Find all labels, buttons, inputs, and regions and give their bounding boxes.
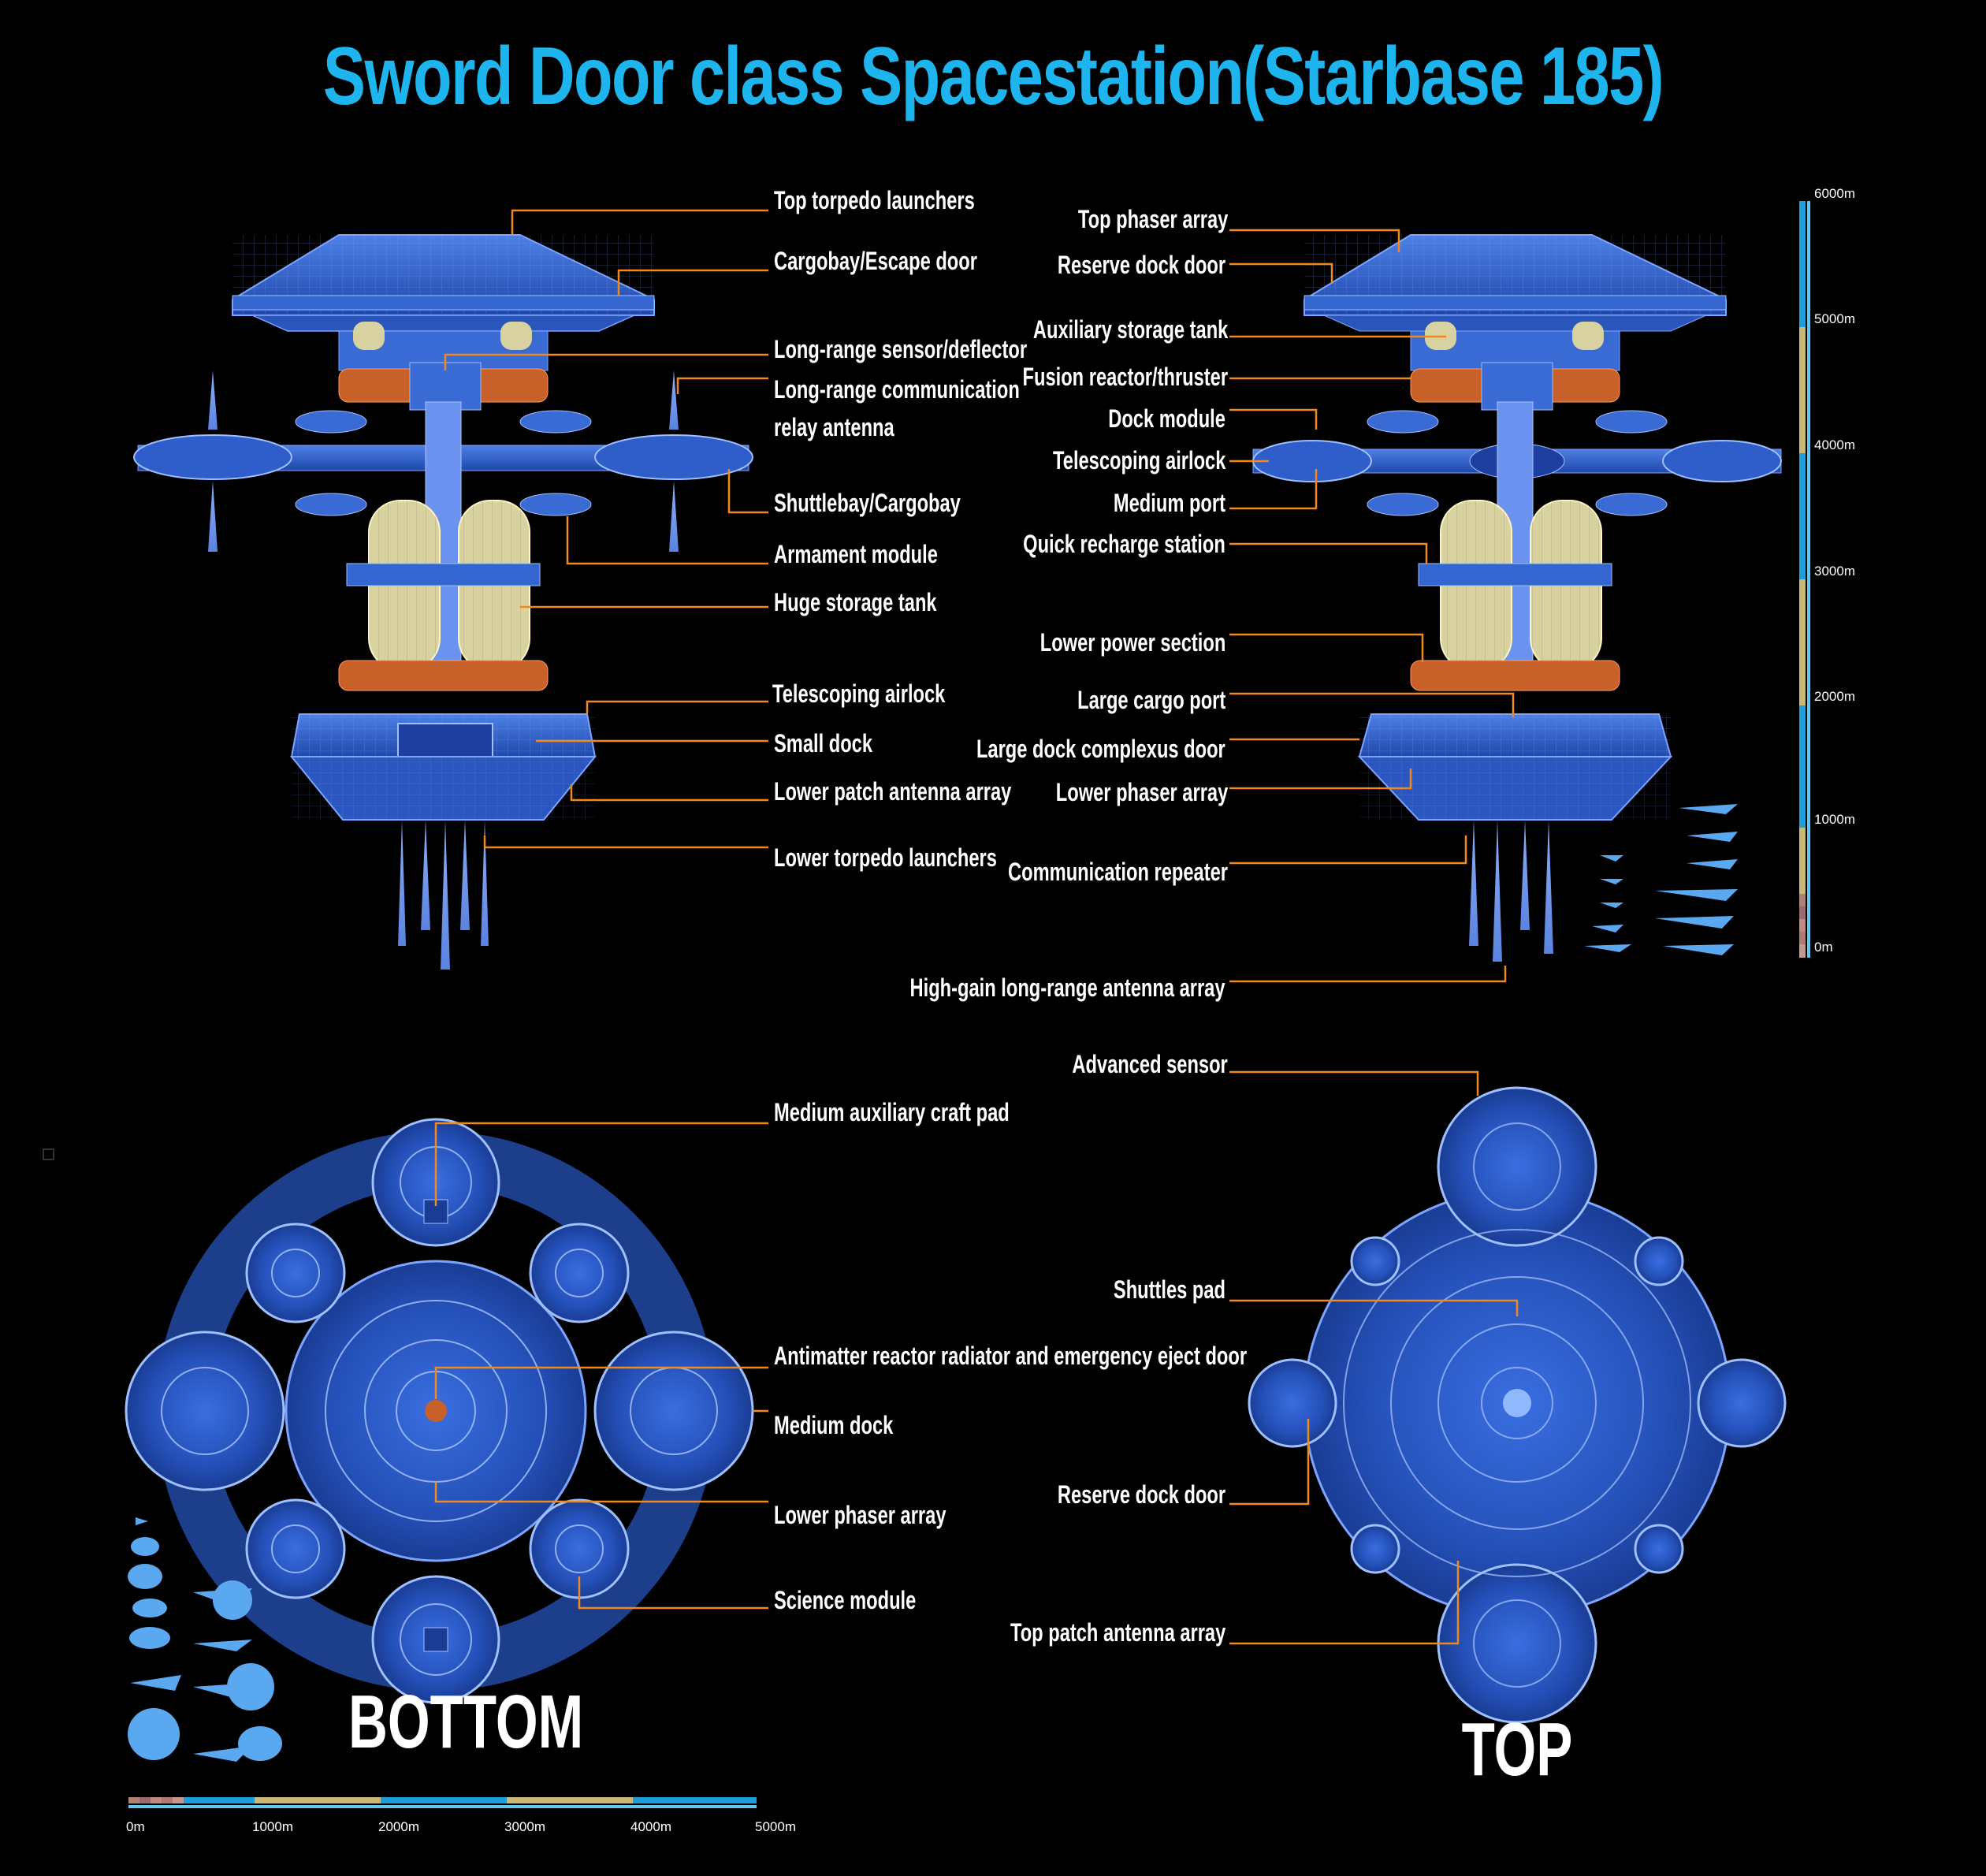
label-antimatter-reactor-radiator: Antimatter reactor radiator and emergenc…: [774, 1342, 1248, 1370]
label-advanced-sensor: Advanced sensor: [1072, 1050, 1228, 1078]
hscale-tick: 1000m: [252, 1819, 293, 1834]
ship-size-comparison-lower: [128, 1517, 282, 1762]
label-fusion-reactor-thruster: Fusion reactor/thruster: [1022, 363, 1228, 391]
label-small-dock: Small dock: [774, 729, 873, 757]
label-top-torpedo-launchers: Top torpedo launchers: [774, 186, 975, 214]
label-lower-patch-antenna-array: Lower patch antenna array: [774, 777, 1012, 806]
label-long-range-sensor: Long-range sensor/deflector: [774, 335, 1028, 363]
horizontal-scale-bar: [128, 1797, 757, 1808]
label-large-cargo-port: Large cargo port: [1077, 686, 1225, 714]
ship-size-comparison-upper: [1584, 804, 1738, 955]
label-medium-auxiliary-craft-pad: Medium auxiliary craft pad: [774, 1098, 1010, 1126]
view-title-top: TOP: [1461, 1707, 1573, 1792]
top-view-plan: [1248, 1086, 1787, 1724]
hscale-tick: 4000m: [630, 1819, 671, 1834]
label-dock-module: Dock module: [1108, 404, 1225, 433]
side-view-left: [133, 234, 753, 970]
label-large-dock-complexus-door: Large dock complexus door: [976, 735, 1225, 763]
hscale-tick: 5000m: [755, 1819, 796, 1834]
label-telescoping-airlock-right: Telescoping airlock: [1052, 446, 1225, 475]
page-title: Sword Door class Spacestation(Starbase 1…: [322, 31, 1664, 122]
label-quick-recharge-station: Quick recharge station: [1023, 530, 1225, 558]
label-shuttles-pad: Shuttles pad: [1113, 1275, 1225, 1304]
label-telescoping-airlock-left: Telescoping airlock: [772, 679, 946, 708]
label-reserve-dock-door-side: Reserve dock door: [1057, 251, 1225, 279]
hscale-tick: 3000m: [504, 1819, 545, 1834]
label-science-module: Science module: [774, 1586, 917, 1614]
label-medium-port: Medium port: [1113, 489, 1225, 517]
label-high-gain-antenna-array: High-gain long-range antenna array: [910, 973, 1225, 1002]
label-huge-storage-tank: Huge storage tank: [774, 588, 937, 616]
label-lower-power-section: Lower power section: [1039, 628, 1225, 657]
vertical-scale-bar: [1799, 201, 1810, 958]
vscale-tick: 2000m: [1814, 689, 1855, 704]
label-relay-antenna: relay antenna: [774, 413, 894, 441]
label-reserve-dock-door-top: Reserve dock door: [1057, 1480, 1225, 1509]
vscale-tick: 1000m: [1814, 812, 1855, 827]
vscale-tick: 6000m: [1814, 186, 1855, 201]
vscale-tick: 4000m: [1814, 437, 1855, 452]
label-cargobay-escape-door: Cargobay/Escape door: [774, 247, 977, 275]
vscale-tick: 3000m: [1814, 564, 1855, 579]
label-long-range-communication: Long-range communication: [774, 375, 1020, 404]
bottom-view-plan: [125, 1118, 754, 1704]
label-lower-phaser-array-bottom: Lower phaser array: [774, 1501, 947, 1529]
label-top-patch-antenna-array: Top patch antenna array: [1010, 1618, 1225, 1647]
label-auxiliary-storage-tank: Auxiliary storage tank: [1032, 315, 1228, 344]
view-title-bottom: BOTTOM: [348, 1680, 584, 1764]
vscale-tick: 0m: [1814, 940, 1833, 955]
label-armament-module: Armament module: [774, 540, 938, 568]
label-shuttlebay-cargobay: Shuttlebay/Cargobay: [774, 489, 961, 517]
side-view-right: [1252, 234, 1782, 962]
label-lower-torpedo-launchers: Lower torpedo launchers: [774, 843, 997, 872]
marker-square: [43, 1148, 54, 1160]
label-medium-dock: Medium dock: [774, 1411, 894, 1439]
hscale-tick: 2000m: [378, 1819, 419, 1834]
label-communication-repeater: Communication repeater: [1008, 858, 1228, 886]
vscale-tick: 5000m: [1814, 311, 1855, 326]
leader-lines: [434, 209, 1519, 1645]
label-lower-phaser-array-side: Lower phaser array: [1055, 778, 1228, 806]
hscale-tick: 0m: [126, 1819, 145, 1834]
label-top-phaser-array: Top phaser array: [1077, 205, 1228, 233]
